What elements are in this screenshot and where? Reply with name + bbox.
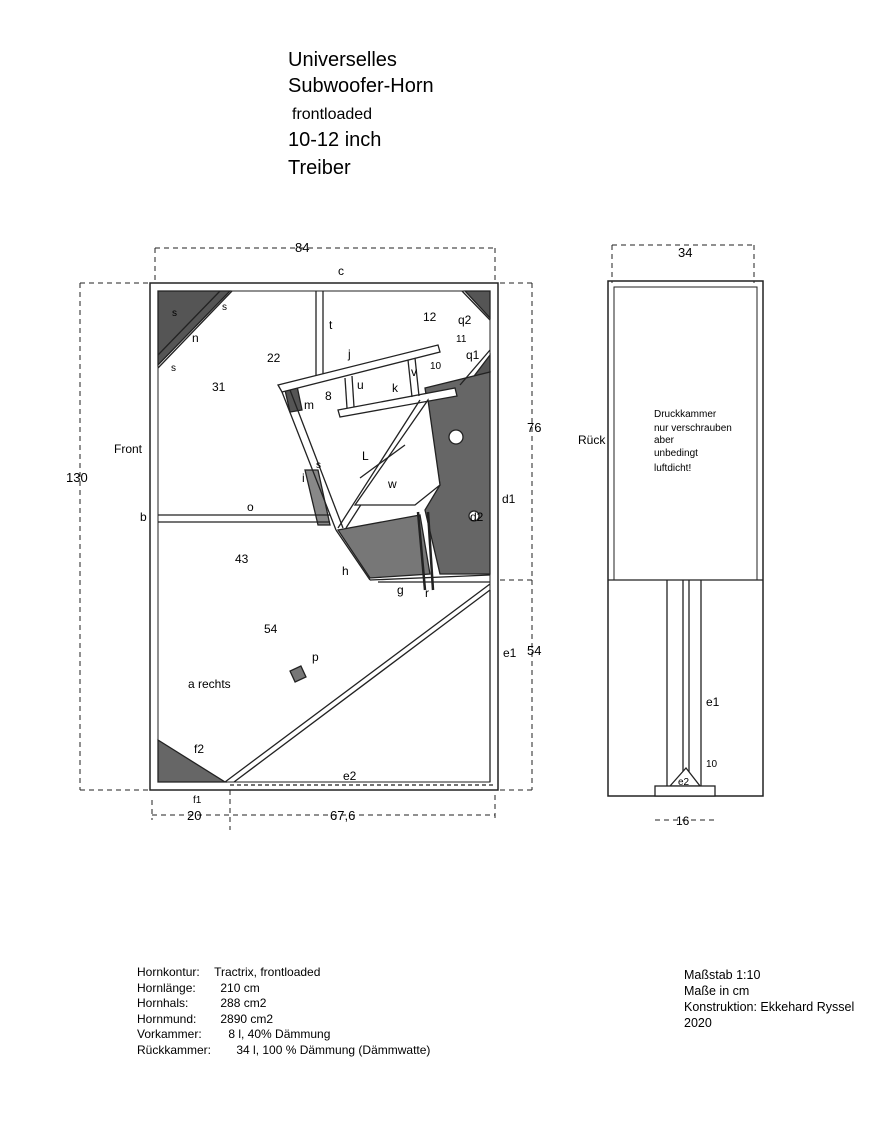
throat-fill <box>336 514 431 579</box>
label-54: 54 <box>264 622 278 636</box>
title-line-3: frontloaded <box>292 106 373 123</box>
label-h: h <box>342 564 349 578</box>
small-fill-i <box>304 469 331 526</box>
title-line-4: 10-12 inch <box>288 129 382 151</box>
label-r: r <box>425 586 429 600</box>
note-line-2: nur verschrauben <box>654 423 732 434</box>
label-d1: d1 <box>502 492 516 506</box>
label-i: i <box>302 471 305 485</box>
author-text: Konstruktion: Ekkehard Ryssel <box>684 1000 855 1014</box>
label-q2: q2 <box>458 313 472 327</box>
spec-row: Hornlänge: 210 cm <box>137 980 260 995</box>
specs-block: Hornkontur: Tractrix, frontloaded Hornlä… <box>137 965 430 1058</box>
label-s-3: s <box>171 363 176 374</box>
dim-bottom-right: 67,6 <box>330 808 355 823</box>
label-c: c <box>338 264 344 278</box>
units-text: Maße in cm <box>684 984 750 998</box>
label-s-4: s <box>316 460 321 471</box>
label-s-2: s <box>222 302 227 313</box>
front-label-10: 10 <box>706 759 718 770</box>
label-o: o <box>247 500 254 514</box>
label-L: L <box>362 449 369 463</box>
front-dim-base: 16 <box>676 814 690 828</box>
front-label: Front <box>114 442 143 456</box>
spec-row: Rückkammer: 34 l, 100 % Dämmung (Dämmwat… <box>137 1042 431 1057</box>
front-dim-width: 34 <box>678 245 692 260</box>
dim-lower: 54 <box>527 643 541 658</box>
label-j: j <box>347 347 351 361</box>
outer-wall <box>149 282 499 791</box>
label-k: k <box>392 381 399 395</box>
label-p: p <box>312 650 319 664</box>
spec-row: Hornkontur: Tractrix, frontloaded <box>137 965 321 979</box>
label-u: u <box>357 378 364 392</box>
spec-row: Hornmund: 2890 cm2 <box>137 1011 274 1026</box>
label-g: g <box>397 583 404 597</box>
dim-height: 130 <box>66 470 88 485</box>
info-block: Maßstab 1:10 Maße in cm Konstruktion: Ek… <box>684 967 854 1031</box>
spec-row: Hornhals: 288 cm2 <box>137 996 267 1010</box>
corner-fill-top-left <box>157 290 232 367</box>
front-outer <box>607 280 764 797</box>
label-b: b <box>140 510 147 524</box>
dimension-lines <box>79 247 533 830</box>
label-e1: e1 <box>503 646 517 660</box>
label-43: 43 <box>235 552 249 566</box>
note-line-1: Druckkammer <box>654 409 717 420</box>
title-line-2: Subwoofer-Horn <box>288 75 434 97</box>
label-S: S <box>451 430 459 444</box>
label-f1: f1 <box>193 795 202 806</box>
note-line-4: unbedingt <box>654 448 698 459</box>
spec-row: Vorkammer: 8 l, 40% Dämmung <box>137 1027 331 1041</box>
label-w: w <box>387 477 397 491</box>
label-n: n <box>192 331 199 345</box>
back-label: Rück <box>578 433 606 447</box>
corner-fill-top-right <box>463 290 491 320</box>
front-label-e2: e2 <box>678 777 690 788</box>
label-e2: e2 <box>343 769 357 783</box>
title-line-5: Treiber <box>288 157 351 179</box>
title-line-1: Universelles <box>288 49 397 71</box>
note-line-5: luftdicht! <box>654 463 691 474</box>
side-view <box>79 247 533 830</box>
label-v: v <box>411 365 417 379</box>
label-f2: f2 <box>194 742 204 756</box>
scale-text: Maßstab 1:10 <box>684 968 761 982</box>
label-31: 31 <box>212 380 226 394</box>
front-view <box>607 244 764 821</box>
label-8: 8 <box>325 389 332 403</box>
year-text: 2020 <box>684 1016 712 1030</box>
label-s-1: s <box>172 308 177 319</box>
front-label-e1: e1 <box>706 695 720 709</box>
label-d2: d2 <box>470 510 484 524</box>
label-22: 22 <box>267 351 281 365</box>
note-line-3: aber <box>654 435 675 446</box>
label-10: 10 <box>430 361 442 372</box>
label-a-rechts: a rechts <box>188 677 231 691</box>
label-11: 11 <box>456 334 467 345</box>
label-q1: q1 <box>466 348 480 362</box>
label-m: m <box>304 398 314 412</box>
dim-width: 84 <box>295 240 309 255</box>
dim-upper: 76 <box>527 420 541 435</box>
label-t: t <box>329 318 333 332</box>
dim-bottom-left: 20 <box>187 808 201 823</box>
label-12: 12 <box>423 310 437 324</box>
corner-fill-bottom-left <box>157 738 228 783</box>
